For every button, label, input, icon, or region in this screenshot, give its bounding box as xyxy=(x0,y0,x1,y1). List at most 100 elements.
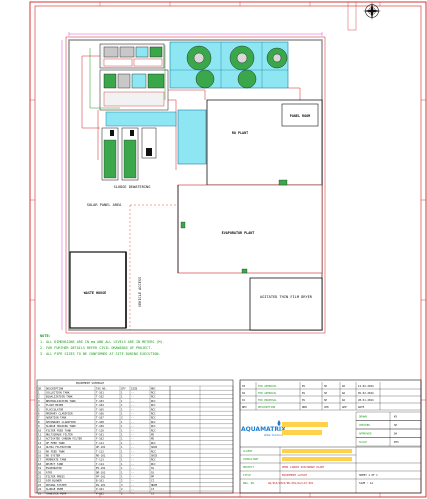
table-cell: 1 xyxy=(121,445,123,449)
tank-partitions xyxy=(170,42,288,88)
table-cell: SECONDARY CLARIFIER xyxy=(46,420,76,424)
table-cell: 2 xyxy=(121,479,123,483)
table-cell: -- xyxy=(131,429,135,432)
schedule-title: EQUIPMENT SCHEDULE xyxy=(76,381,105,385)
table-cell: RCC xyxy=(151,399,156,403)
table-cell: 17 xyxy=(38,458,42,462)
revision-cell: SP xyxy=(324,384,328,388)
revision-cell: FOR PROPOSAL xyxy=(258,398,277,402)
table-cell: ULTRA FILTRATION xyxy=(46,445,71,449)
sludge-beds xyxy=(101,127,157,181)
table-cell: 1 xyxy=(121,433,123,437)
table-cell: 1 xyxy=(121,399,123,403)
revision-cell: 05.02.2024 xyxy=(358,391,374,395)
table-cell: DS-101 xyxy=(96,483,106,487)
signature-value: KV xyxy=(394,415,398,419)
equipment-marker-3 xyxy=(241,268,248,274)
table-cell: -- xyxy=(131,400,135,403)
table-cell: 9 xyxy=(38,424,40,428)
header-strip xyxy=(347,1,357,31)
table-cell: RCC xyxy=(151,395,156,399)
atfd-label: AGITATED THIN FILM DRYER xyxy=(260,295,313,299)
table-cell: T-108 xyxy=(96,420,104,424)
table-cell: RCC xyxy=(151,407,156,411)
table-cell: T-104 xyxy=(96,403,104,407)
table-cell: -- xyxy=(131,459,135,462)
table-cell: 7 xyxy=(38,416,40,420)
table-cell: -- xyxy=(131,471,135,474)
revision-cell: CHK xyxy=(324,405,329,409)
revision-cell: DATE xyxy=(358,405,365,409)
border-ticks xyxy=(30,2,426,497)
table-cell: 24 xyxy=(38,487,42,491)
table-cell: RCC xyxy=(151,428,156,432)
table-cell: -- xyxy=(131,417,135,420)
table-cell: 4 xyxy=(38,403,40,407)
table-cell: T-109 xyxy=(96,424,104,428)
table-cell: 11 xyxy=(38,433,42,437)
table-cell: QTY xyxy=(121,386,126,390)
revision-cell: KV xyxy=(302,384,306,388)
sludge-dewatering-label: SLUDGE DEWATERING xyxy=(114,185,151,189)
table-cell: RCC xyxy=(151,424,156,428)
consultant-bar xyxy=(282,457,352,461)
table-cell: TAG NO. xyxy=(96,386,107,390)
table-cell: 1 xyxy=(121,470,123,474)
table-cell: 18 xyxy=(38,462,42,466)
table-cell: CI xyxy=(151,491,155,495)
table-cell: PP xyxy=(151,475,155,479)
table-cell: REJECT TANK xyxy=(46,462,64,466)
table-cell: 1 xyxy=(121,449,123,453)
table-cell: FILTER FEED TANK xyxy=(46,428,71,432)
table-cell: T-114 xyxy=(96,462,104,466)
client-bar xyxy=(282,449,352,453)
table-cell: 10 xyxy=(38,428,42,432)
panel-room-label: PANEL ROOM xyxy=(290,114,310,118)
dwg-no-value: AQ/ZLD/2024/PR-001/GA/LAY-001 xyxy=(268,481,314,485)
table-cell: F-102 xyxy=(96,437,104,441)
table-cell: SKID xyxy=(151,445,158,449)
table-cell: RCC xyxy=(151,416,156,420)
title-label: TITLE xyxy=(243,473,251,477)
table-cell: -- xyxy=(131,484,135,487)
table-cell: 3 xyxy=(38,399,40,403)
note-item-2: 2. FOR FURTHER DETAILS REFER CIVIL DRAWI… xyxy=(40,346,152,350)
table-cell: T-102 xyxy=(96,395,104,399)
table-cell: FLASH MIXER xyxy=(46,403,64,407)
company-subtitle: Water Solutions xyxy=(264,434,284,437)
revision-cell: REV xyxy=(242,405,247,409)
table-cell: MOC xyxy=(151,386,156,390)
table-cell: P-101 xyxy=(96,487,104,491)
evaporator-building xyxy=(177,184,323,274)
ro-feed-tank xyxy=(177,109,207,165)
highlight-bar-2 xyxy=(282,430,322,435)
signature-label: DRAWN xyxy=(359,415,367,419)
table-cell: -- xyxy=(131,392,135,395)
table-cell: TRANSFER PUMP xyxy=(46,491,67,495)
table-cell: SS xyxy=(151,466,155,470)
table-cell: RCC xyxy=(151,420,156,424)
table-cell: T-111 xyxy=(96,441,104,445)
signature-label: SCALE xyxy=(359,440,367,444)
table-cell: DR-101 xyxy=(96,470,106,474)
table-cell: MS xyxy=(151,437,155,441)
note-item-1: 1. ALL DIMENSIONS ARE IN mm AND ALL LEVE… xyxy=(40,340,165,344)
table-cell: 8 xyxy=(38,420,40,424)
road-lines xyxy=(129,204,178,330)
table-cell: -- xyxy=(131,438,135,441)
atfd-building xyxy=(249,277,323,331)
highlight-bar-1 xyxy=(282,422,328,427)
revision-cell: DA xyxy=(342,391,346,395)
